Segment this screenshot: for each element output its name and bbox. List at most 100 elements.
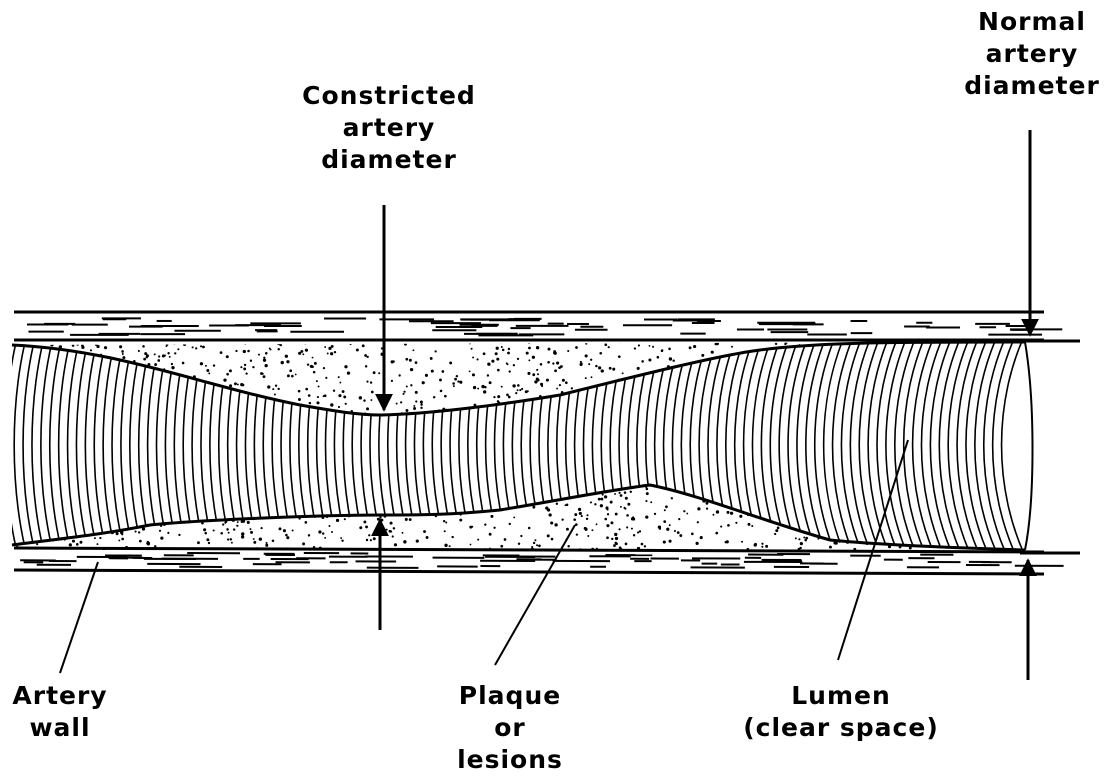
plaque-dot <box>66 408 68 410</box>
plaque-dot <box>205 397 208 400</box>
plaque-dot <box>528 527 531 530</box>
plaque-dot <box>292 529 294 531</box>
plaque-dot <box>520 535 522 537</box>
plaque-dot <box>287 374 290 377</box>
plaque-dot <box>218 502 220 504</box>
plaque-dot <box>622 372 624 374</box>
plaque-dot <box>41 387 43 389</box>
plaque-dot <box>97 543 99 545</box>
plaque-dot <box>495 352 498 355</box>
plaque-dot <box>991 409 993 411</box>
plaque-dot <box>1016 516 1019 519</box>
plaque-dot <box>900 391 903 394</box>
plaque-dot <box>98 399 100 401</box>
plaque-dot <box>890 480 893 483</box>
plaque-dot <box>182 362 185 365</box>
plaque-dot <box>941 348 943 350</box>
plaque-dot <box>390 522 393 525</box>
plaque-dot <box>896 357 898 359</box>
plaque-dot <box>563 479 565 481</box>
plaque-dot <box>291 375 294 378</box>
plaque-dot <box>554 369 557 372</box>
plaque-dot <box>691 533 694 536</box>
plaque-dot <box>118 377 121 380</box>
plaque-dot <box>103 390 105 392</box>
plaque-dot <box>601 369 604 372</box>
plaque-dot <box>439 379 442 382</box>
plaque-dot <box>789 517 792 520</box>
plaque-dot <box>415 391 418 394</box>
plaque-dot <box>788 386 790 388</box>
plaque-dot <box>693 345 696 348</box>
plaque-dot <box>717 497 720 500</box>
plaque-dot <box>161 406 164 409</box>
plaque-dot <box>333 390 335 392</box>
plaque-dot <box>403 393 405 395</box>
plaque-dot <box>204 532 207 535</box>
plaque-dot <box>444 395 447 398</box>
plaque-dot <box>34 416 36 418</box>
plaque-dot <box>70 408 73 411</box>
plaque-dot <box>995 374 997 376</box>
plaque-dot <box>547 534 550 537</box>
plaque-dot <box>281 512 283 514</box>
lumen-arc <box>23 330 37 560</box>
plaque-dot <box>21 372 24 375</box>
plaque-dot <box>566 528 569 531</box>
plaque-dot <box>422 381 425 384</box>
plaque-dot <box>403 540 406 543</box>
plaque-dot <box>586 414 589 417</box>
plaque-dot <box>221 512 223 514</box>
plaque-dot <box>345 403 347 405</box>
plaque-dot <box>646 488 649 491</box>
plaque-dot <box>599 480 602 483</box>
lumen-arc <box>32 330 46 560</box>
plaque-dot <box>628 388 630 390</box>
plaque-dot <box>249 528 251 530</box>
plaque-dot <box>612 368 615 371</box>
plaque-dot <box>492 499 495 502</box>
plaque-dot <box>15 373 17 375</box>
plaque-dot <box>253 538 255 540</box>
plaque-dot <box>16 415 19 418</box>
plaque-dot <box>364 354 367 357</box>
plaque-dot <box>663 540 666 543</box>
plaque-dot <box>493 527 495 529</box>
plaque-dot <box>766 488 768 490</box>
plaque-dot <box>21 383 23 385</box>
plaque-dot <box>719 384 722 387</box>
plaque-dot <box>837 527 840 530</box>
plaque-dot <box>848 486 851 489</box>
plaque-dot <box>608 399 611 402</box>
normal-artery-diameter-label: Normal artery diameter <box>962 6 1102 102</box>
plaque-dot <box>75 381 78 384</box>
plaque-dot <box>121 350 124 353</box>
plaque-dot <box>183 549 185 551</box>
plaque-dot <box>750 382 753 385</box>
plaque-dot <box>765 545 768 548</box>
plaque-dot <box>905 517 907 519</box>
plaque-dot <box>431 370 434 373</box>
plaque-dot <box>368 534 370 536</box>
plaque-dot <box>263 359 266 362</box>
plaque-dot <box>80 487 82 489</box>
plaque-dot <box>549 513 552 516</box>
plaque-dot <box>945 494 948 497</box>
plaque-dot <box>824 354 827 357</box>
plaque-dot <box>366 539 368 541</box>
plaque-dot <box>499 493 502 496</box>
plaque-dot <box>855 515 857 517</box>
plaque-dot <box>280 498 282 500</box>
plaque-dot <box>580 362 583 365</box>
plaque-dot <box>715 532 718 535</box>
plaque-dot <box>565 381 568 384</box>
plaque-dot <box>171 363 173 365</box>
plaque-dot <box>208 495 210 497</box>
plaque-dot <box>586 514 588 516</box>
plaque-dot <box>662 377 664 379</box>
plaque-dot <box>567 350 569 352</box>
plaque-dot <box>501 386 503 388</box>
plaque-dot <box>308 394 311 397</box>
plaque-dot <box>312 357 314 359</box>
plaque-dot <box>237 521 239 523</box>
